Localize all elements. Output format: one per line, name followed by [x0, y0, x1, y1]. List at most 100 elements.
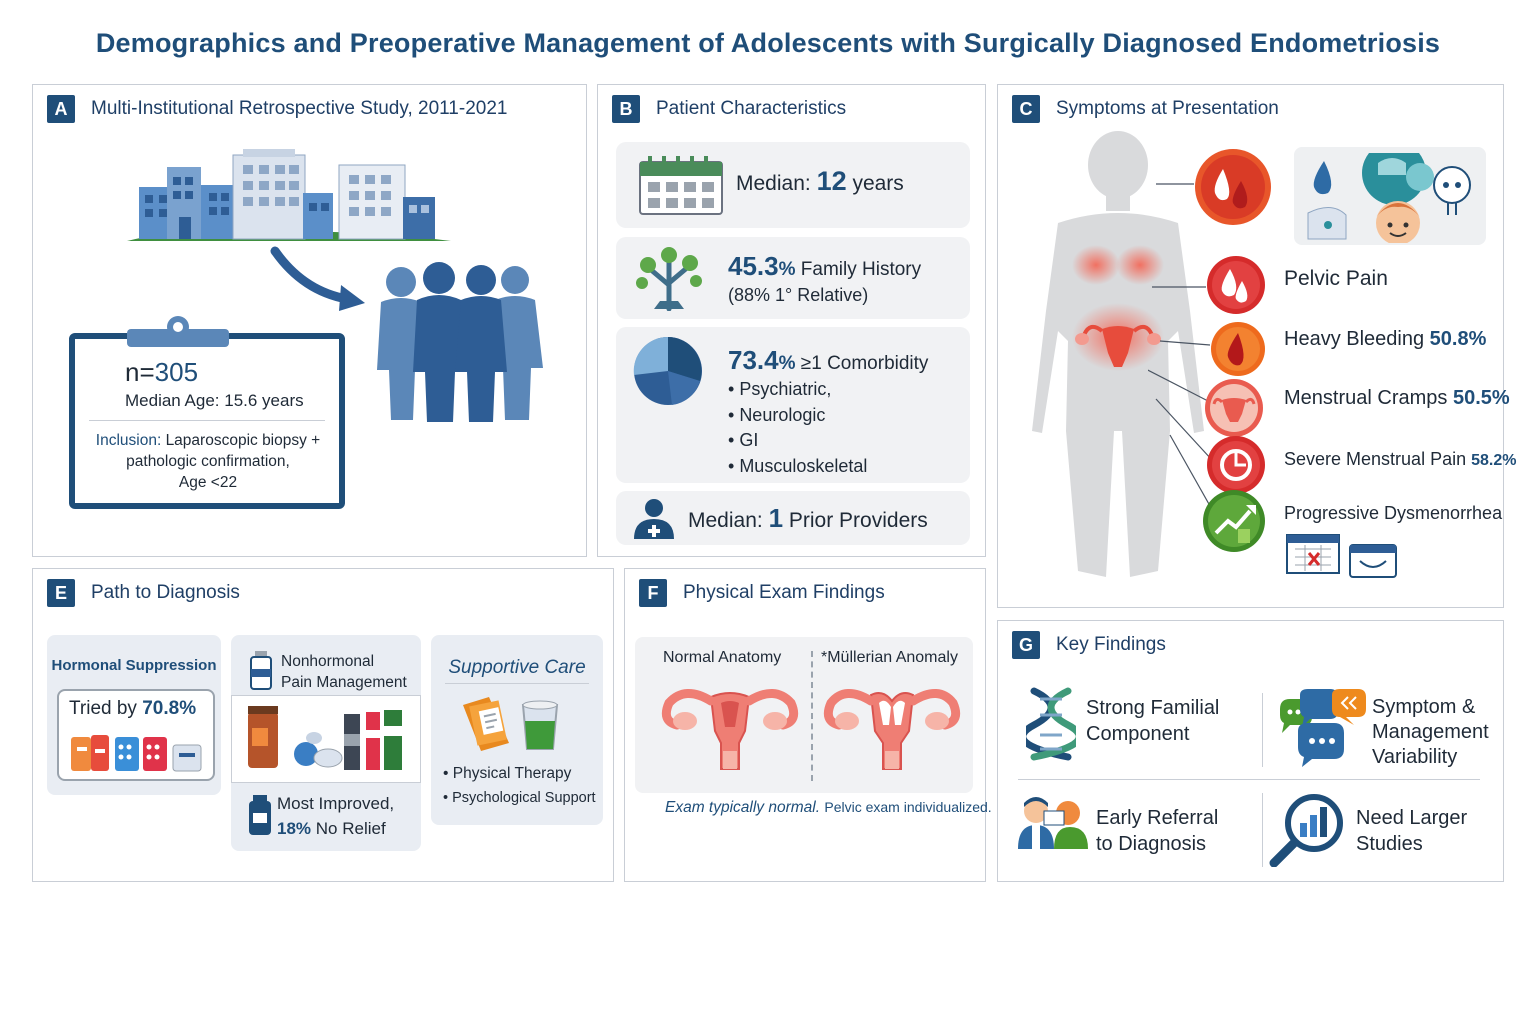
- finding-line: to Diagnosis: [1096, 833, 1207, 855]
- nonhormonal-title-line1: Nonhormonal: [281, 653, 375, 670]
- normal-uterus-icon: [661, 689, 799, 770]
- prior-providers-card: Median: 1 Prior Providers: [616, 491, 970, 545]
- list-item: Musculoskeletal: [728, 454, 867, 480]
- finding-variability: Symptom & Management Variability: [1372, 695, 1489, 770]
- panel-letter: F: [639, 579, 667, 607]
- trend-up-icon: [1203, 490, 1265, 552]
- list-item: Psychological Support: [443, 786, 595, 811]
- calendar-x-icon: [1286, 534, 1340, 574]
- symptom-label: Progressive Dysmenorrhea: [1284, 503, 1503, 523]
- list-item: Physical Therapy: [443, 761, 596, 786]
- comorbidity-label: ≥1 Comorbidity: [800, 353, 929, 374]
- mullerian-anomaly-label: *Müllerian Anomaly: [821, 649, 958, 666]
- pill-bottle-icon: [250, 651, 272, 690]
- supportive-care-card: Supportive Care Physical Therapy Psychol…: [431, 635, 603, 825]
- family-history-value: 45.3: [728, 251, 779, 281]
- panel-title: Physical Exam Findings: [683, 582, 885, 603]
- panel-path-to-diagnosis: E Path to Diagnosis Hormonal Suppression…: [32, 568, 614, 882]
- finding-line: Strong Familial: [1086, 697, 1220, 719]
- divider: [1262, 693, 1263, 767]
- comorbidity-card: 73.4% ≥1 Comorbidity Psychiatric, Neurol…: [616, 327, 970, 483]
- panel-title: Path to Diagnosis: [91, 582, 240, 603]
- finding-line: Studies: [1356, 833, 1423, 855]
- panel-patient-characteristics: B Patient Characteristics Median: 12 yea…: [597, 84, 986, 557]
- medicine-bottles-icon: [231, 695, 421, 783]
- symptom-value: 50.5%: [1452, 387, 1510, 409]
- prior-providers-stat: Median: 1 Prior Providers: [688, 503, 928, 534]
- clipboard-icon: [69, 333, 345, 509]
- median-label: Median:: [736, 172, 811, 195]
- sample-size-label: n=: [125, 357, 155, 387]
- hormonal-stat: Tried by 70.8%: [69, 698, 196, 720]
- nonhormonal-card: Nonhormonal Pain Management: [231, 635, 421, 851]
- providers-value: 1: [768, 503, 784, 533]
- inclusion-criteria: Inclusion: Laparoscopic biopsy + patholo…: [83, 430, 333, 493]
- divider: [445, 683, 589, 684]
- sample-size-value: 305: [154, 357, 199, 387]
- uterus-icon: [1205, 379, 1263, 437]
- median-age-stat: Median: 12 years: [736, 166, 904, 197]
- panel-letter: E: [47, 579, 75, 607]
- calendar-icon: [639, 156, 723, 215]
- exam-note: Exam typically normal. Pelvic exam indiv…: [665, 799, 992, 817]
- blood-drops-icon: [1207, 256, 1265, 314]
- panel-letter: B: [612, 95, 640, 123]
- panel-title: Multi-Institutional Retrospective Study,…: [91, 98, 508, 119]
- inclusion-label: Inclusion:: [95, 432, 162, 449]
- uterus-graphic: [1075, 324, 1161, 367]
- divider: [811, 651, 813, 781]
- sample-size: n=305: [125, 357, 198, 388]
- panel-physical-exam: F Physical Exam Findings Normal Anatomy …: [624, 568, 992, 882]
- providers-label: Median:: [688, 509, 763, 532]
- panel-symptoms: C Symptoms at Presentation: [997, 84, 1516, 608]
- clock-pain-icon: [1207, 436, 1265, 494]
- nonhormonal-title: Nonhormonal Pain Management: [281, 651, 407, 693]
- symptom-heavy-bleeding: Heavy Bleeding 50.8%: [1284, 328, 1486, 351]
- hormonal-suppression-card: Hormonal Suppression Tried by 70.8%: [47, 635, 221, 795]
- associated-symptoms-icon: [1294, 147, 1486, 245]
- median-age: Median Age: 15.6 years: [125, 391, 304, 410]
- finding-line: Management: [1372, 721, 1489, 743]
- panel-letter: C: [1012, 95, 1040, 123]
- comorbidity-stat: 73.4% ≥1 Comorbidity: [728, 345, 928, 376]
- normal-anatomy-label: Normal Anatomy: [663, 649, 782, 666]
- supportive-list: Physical Therapy Psychological Support: [443, 761, 596, 811]
- nonhormonal-title-line2: Pain Management: [281, 674, 407, 691]
- most-improved-label: Most Improved,: [277, 794, 395, 813]
- symptom-menstrual-cramps: Menstrual Cramps 50.5%: [1284, 387, 1510, 410]
- list-item: GI: [728, 428, 867, 454]
- hormonal-stat-box: Tried by 70.8%: [57, 689, 215, 781]
- inclusion-text: Laparoscopic biopsy +: [165, 432, 321, 449]
- family-history-card: 45.3% Family History (88% 1° Relative): [616, 237, 970, 319]
- symptom-label: Pelvic Pain: [1284, 267, 1388, 290]
- list-item: Neurologic: [728, 403, 867, 429]
- comorbidity-pct: %: [778, 353, 796, 374]
- blood-drop-icon: [1211, 322, 1265, 376]
- finding-line: Component: [1086, 723, 1190, 745]
- symptom-label: Heavy Bleeding: [1284, 328, 1425, 350]
- providers-unit: Prior Providers: [788, 509, 928, 532]
- family-tree-icon: [636, 247, 702, 311]
- comorbidity-list: Psychiatric, Neurologic GI Musculoskelet…: [728, 377, 867, 479]
- no-relief-value: 18%: [277, 819, 312, 838]
- panel-title: Key Findings: [1056, 634, 1166, 655]
- body-silhouette-icon: [1032, 131, 1204, 577]
- pill-bottle-icon: [249, 795, 271, 835]
- panel-study-design: A Multi-Institutional Retrospective Stud…: [32, 84, 587, 557]
- panel-letter: G: [1012, 631, 1040, 659]
- symptom-value: 58.2%: [1471, 452, 1517, 469]
- symptom-value: 50.8%: [1429, 328, 1487, 350]
- referral-icon: [1018, 797, 1088, 849]
- symptom-label: Severe Menstrual Pain: [1284, 449, 1467, 469]
- inclusion-line-3: Age <22: [178, 474, 238, 491]
- median-age-card: Median: 12 years: [616, 142, 970, 228]
- cycle-calendar-icon: [1349, 544, 1397, 578]
- supportive-title: Supportive Care: [448, 657, 586, 678]
- anomaly-uterus-icon: [823, 689, 961, 770]
- divider: [89, 420, 325, 421]
- page-title: Demographics and Preoperative Management…: [95, 28, 1441, 58]
- magnifier-chart-icon: [1269, 794, 1343, 867]
- symptom-label: Menstrual Cramps: [1284, 387, 1448, 409]
- list-item: Psychiatric,: [728, 377, 867, 403]
- median-unit: years: [852, 172, 904, 195]
